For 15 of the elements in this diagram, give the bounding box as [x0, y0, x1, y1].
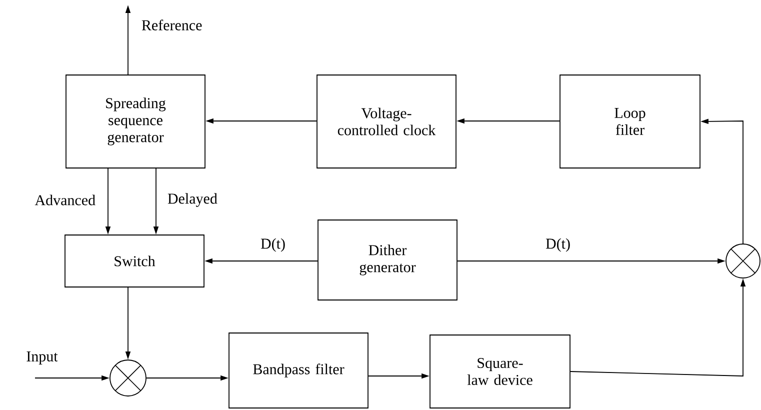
- block-box: Loop filter: [560, 74, 700, 168]
- multiplier-circle: [110, 360, 146, 396]
- block-box: Dither generator: [318, 220, 458, 300]
- edge-label: D(t): [260, 238, 285, 252]
- edge-label: Reference: [142, 20, 202, 30]
- edge-label: Delayed: [168, 193, 218, 207]
- block-box: Voltage-controlled clock: [316, 74, 456, 168]
- block-box: Square-law device: [430, 334, 570, 408]
- edge-label: D(t): [546, 238, 570, 252]
- block-box: Spreading sequence generator: [66, 74, 206, 168]
- multiplier-circle: [726, 244, 760, 278]
- block-box: Bandpass filter: [228, 332, 368, 408]
- edge-label: Advanced: [34, 194, 96, 206]
- edge-label: Input: [26, 352, 58, 365]
- block-box: Switch: [64, 234, 204, 288]
